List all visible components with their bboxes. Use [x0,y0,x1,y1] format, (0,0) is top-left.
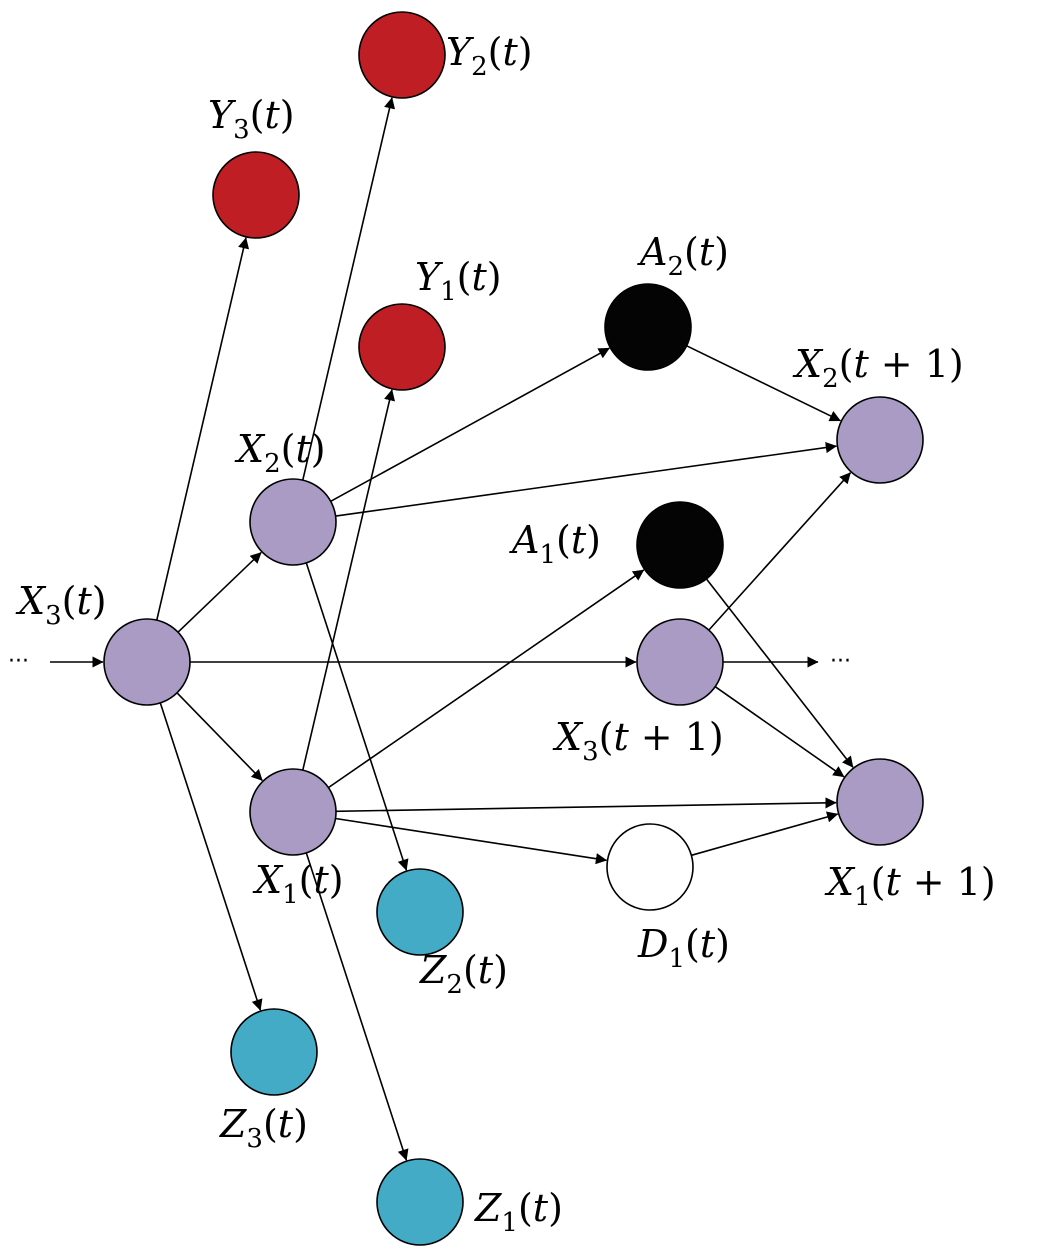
edge-X2t-to-A2t [330,347,610,503]
label-X1t1: X1(t + 1) [824,860,996,912]
label-A2t: A2(t) [637,230,729,282]
ellipsis-left: ··· [8,649,29,674]
label-X2t: X2(t) [234,427,326,479]
edge-A2t-to-X2t1 [686,345,841,422]
node-Y1t [358,303,446,391]
edge-X1t-to-A1t [327,569,645,789]
label-Y1t: Y1(t) [415,255,502,307]
node-X2t [249,478,337,566]
labels: X3(t) X2(t) X1(t) Y3(t) Y2(t) Y1(t) Z3(t) Z2(t)… [15,30,996,1238]
edge-X2t-to-Y2t [302,97,396,481]
label-X3t: X3(t) [15,579,107,631]
ellipsis-right: ··· [830,649,851,674]
node-Z1t [376,1158,464,1246]
edge-X3t-to-Z3t [159,702,263,1011]
edge-X3t-to-Y3t [156,237,250,621]
node-X3t [103,618,191,706]
edge-X2t-to-X2t1 [335,442,837,517]
continuation-left: ··· [8,649,104,674]
label-Y3t: Y3(t) [208,93,295,145]
edge-X2t-to-Z2t [305,562,409,871]
edges [156,97,854,1161]
node-X1t1 [836,758,924,846]
label-X3t1: X3(t + 1) [552,715,724,767]
node-A1t [636,501,724,589]
node-Y3t [212,151,300,239]
label-Z3t: Z3(t) [219,1102,308,1154]
edge-A1t-to-X1t1 [705,578,854,768]
label-D1t: D1(t) [637,922,730,974]
node-X2t1 [836,396,924,484]
node-D1t [606,823,694,911]
edge-X3t-to-X2t [177,551,262,633]
label-X1t: X1(t) [252,858,344,910]
node-Z3t [230,1008,318,1096]
edge-X3t1-to-X2t1 [708,472,852,631]
node-A2t [604,283,692,371]
nodes [103,11,924,1246]
edge-X3t1-to-X1t1 [714,686,845,778]
node-X3t1 [636,618,724,706]
node-X1t [249,768,337,856]
edge-X3t-to-X1t [176,692,263,782]
label-Z2t: Z2(t) [419,948,508,1000]
label-A1t: A1(t) [509,518,601,570]
node-Z2t [376,868,464,956]
label-Z1t: Z1(t) [474,1186,563,1238]
continuation-right: ··· [723,649,851,674]
node-Y2t [358,11,446,99]
label-Y2t: Y2(t) [446,30,533,82]
edge-X1t-to-X1t1 [335,797,837,813]
edge-D1t-to-X1t1 [691,811,839,857]
edge-X1t-to-D1t [335,817,608,865]
label-X2t1: X2(t + 1) [792,342,964,394]
edge-X1t-to-Z1t [305,852,409,1161]
edge-X1t-to-Y1t [302,389,396,771]
